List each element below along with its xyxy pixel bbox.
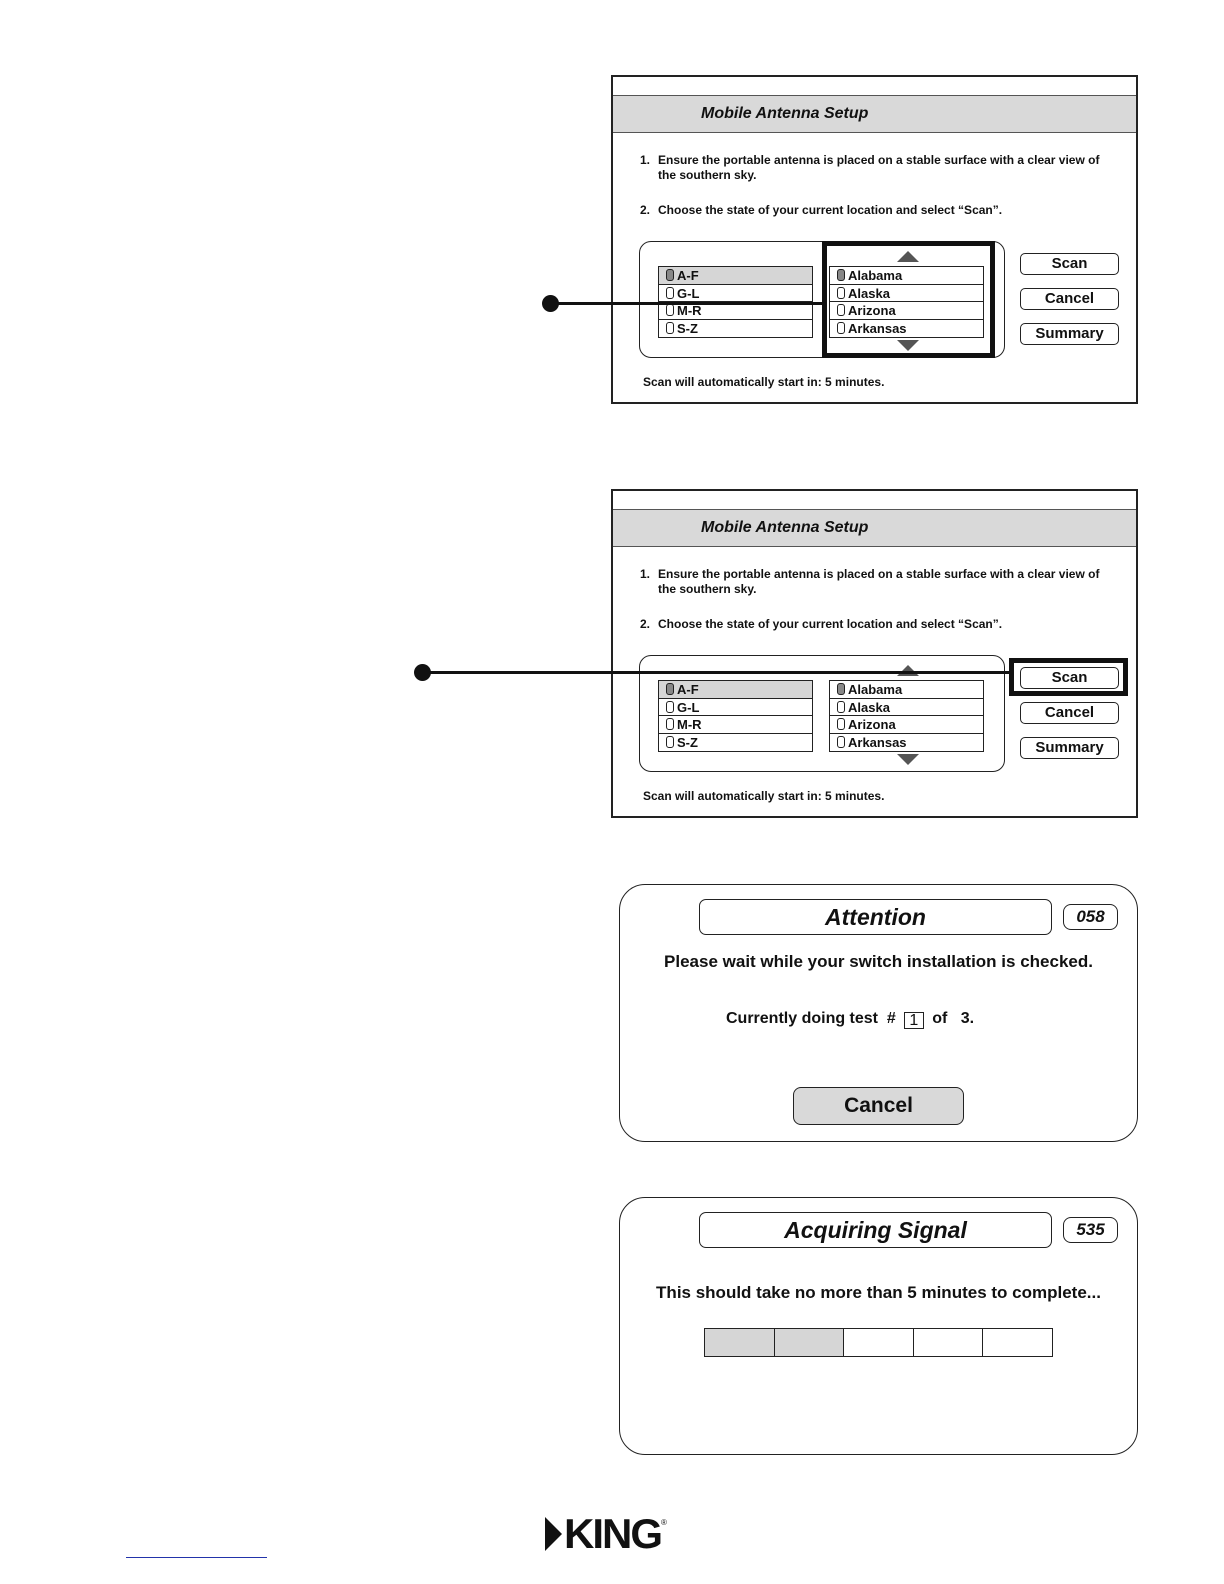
group-item[interactable]: G-L	[659, 699, 812, 716]
king-logo: KING ®	[545, 1510, 667, 1557]
callout-dot-icon	[414, 664, 431, 681]
registered-mark: ®	[661, 1518, 667, 1527]
attention-dialog: Attention 058 Please wait while your swi…	[619, 884, 1138, 1142]
cancel-button[interactable]: Cancel	[1020, 702, 1119, 724]
setup-title: Mobile Antenna Setup	[701, 105, 869, 122]
dialog-message: This should take no more than 5 minutes …	[656, 1283, 1101, 1302]
setup-screen-2: Mobile Antenna Setup 1. Ensure the porta…	[611, 489, 1138, 818]
radio-selected-icon	[837, 683, 845, 695]
test-of-label: of	[932, 1010, 948, 1027]
test-total: 3.	[960, 1010, 975, 1027]
highlight-state-list	[822, 241, 995, 358]
group-item[interactable]: M-R	[659, 716, 812, 734]
cancel-button[interactable]: Cancel	[793, 1087, 964, 1125]
cancel-button[interactable]: Cancel	[1020, 288, 1119, 310]
step-text: Ensure the portable antenna is placed on…	[658, 567, 1100, 596]
dialog-code: 535	[1063, 1217, 1118, 1243]
step-number: 1.	[640, 153, 651, 167]
group-item[interactable]: A-F	[659, 267, 812, 285]
callout-line	[551, 302, 824, 305]
radio-unselected-icon	[837, 735, 845, 748]
scroll-up-arrow-icon[interactable]	[897, 251, 919, 262]
test-progress-line: Currently doing test # 1 of 3.	[726, 1010, 974, 1029]
dialog-title: Attention	[699, 899, 1052, 935]
group-item[interactable]: S-Z	[659, 734, 812, 752]
callout-dot-icon	[542, 295, 559, 312]
radio-unselected-icon	[666, 286, 674, 299]
setup-header: Mobile Antenna Setup	[613, 95, 1136, 133]
step-text: Choose the state of your current locatio…	[658, 203, 1003, 217]
scan-button[interactable]: Scan	[1020, 253, 1119, 275]
progress-segment-filled	[705, 1329, 775, 1356]
state-item[interactable]: Arkansas	[830, 734, 983, 752]
state-item[interactable]: Alaska	[830, 699, 983, 716]
state-item[interactable]: Alabama	[830, 267, 983, 285]
radio-selected-icon	[666, 683, 674, 695]
setup-step-1: 1. Ensure the portable antenna is placed…	[640, 567, 1120, 597]
progress-segment-filled	[774, 1329, 845, 1356]
radio-unselected-icon	[837, 286, 845, 299]
setup-step-2: 2. Choose the state of your current loca…	[640, 617, 1120, 632]
state-list: Alabama Alaska Arizona Arkansas	[829, 266, 984, 338]
step-text: Choose the state of your current locatio…	[658, 617, 1003, 631]
scroll-up-arrow-icon[interactable]	[897, 665, 919, 676]
progress-segment-empty	[983, 1329, 1052, 1356]
step-text: Ensure the portable antenna is placed on…	[658, 153, 1100, 182]
step-number: 2.	[640, 203, 651, 217]
scroll-down-arrow-icon[interactable]	[897, 754, 919, 765]
radio-unselected-icon	[666, 304, 674, 316]
current-test-number: 1	[903, 1012, 924, 1029]
state-list: Alabama Alaska Arizona Arkansas	[829, 680, 984, 752]
summary-button[interactable]: Summary	[1020, 737, 1119, 759]
radio-selected-icon	[837, 269, 845, 281]
radio-unselected-icon	[666, 735, 674, 748]
callout-line	[423, 671, 1011, 674]
play-triangle-icon	[545, 1517, 562, 1551]
scan-button[interactable]: Scan	[1020, 667, 1119, 689]
radio-unselected-icon	[837, 321, 845, 334]
dialog-code: 058	[1063, 904, 1118, 930]
highlight-scan-button	[1009, 658, 1128, 696]
dialog-title: Acquiring Signal	[699, 1212, 1052, 1248]
scroll-down-arrow-icon[interactable]	[897, 340, 919, 351]
acquiring-signal-dialog: Acquiring Signal 535 This should take no…	[619, 1197, 1138, 1455]
radio-unselected-icon	[837, 304, 845, 316]
radio-unselected-icon	[837, 700, 845, 713]
dialog-message: Please wait while your switch installati…	[664, 952, 1093, 971]
summary-button[interactable]: Summary	[1020, 323, 1119, 345]
group-item[interactable]: S-Z	[659, 320, 812, 338]
state-item[interactable]: Arizona	[830, 716, 983, 734]
step-number: 2.	[640, 617, 651, 631]
state-item[interactable]: Arkansas	[830, 320, 983, 338]
setup-step-2: 2. Choose the state of your current loca…	[640, 203, 1120, 218]
state-item[interactable]: Alabama	[830, 681, 983, 699]
radio-unselected-icon	[837, 718, 845, 730]
setup-step-1: 1. Ensure the portable antenna is placed…	[640, 153, 1120, 183]
state-item[interactable]: Arizona	[830, 302, 983, 320]
group-list: A-F G-L M-R S-Z	[658, 680, 813, 752]
radio-unselected-icon	[666, 700, 674, 713]
auto-scan-countdown: Scan will automatically start in: 5 minu…	[643, 375, 885, 389]
progress-segment-empty	[913, 1329, 984, 1356]
progress-segment-empty	[844, 1329, 914, 1356]
setup-title: Mobile Antenna Setup	[701, 519, 869, 536]
group-item[interactable]: G-L	[659, 285, 812, 302]
progress-bar	[704, 1328, 1053, 1357]
radio-unselected-icon	[666, 718, 674, 730]
radio-unselected-icon	[666, 321, 674, 334]
state-item[interactable]: Alaska	[830, 285, 983, 302]
setup-header: Mobile Antenna Setup	[613, 509, 1136, 547]
logo-wordmark: KING	[564, 1510, 663, 1557]
step-number: 1.	[640, 567, 651, 581]
radio-selected-icon	[666, 269, 674, 281]
group-item[interactable]: A-F	[659, 681, 812, 699]
auto-scan-countdown: Scan will automatically start in: 5 minu…	[643, 789, 885, 803]
footer-rule	[126, 1557, 267, 1558]
test-prefix: Currently doing test #	[726, 1010, 896, 1027]
setup-screen-1: Mobile Antenna Setup 1. Ensure the porta…	[611, 75, 1138, 404]
state-selector: A-F G-L M-R S-Z Alabama Alaska Arizona A…	[639, 655, 1005, 772]
